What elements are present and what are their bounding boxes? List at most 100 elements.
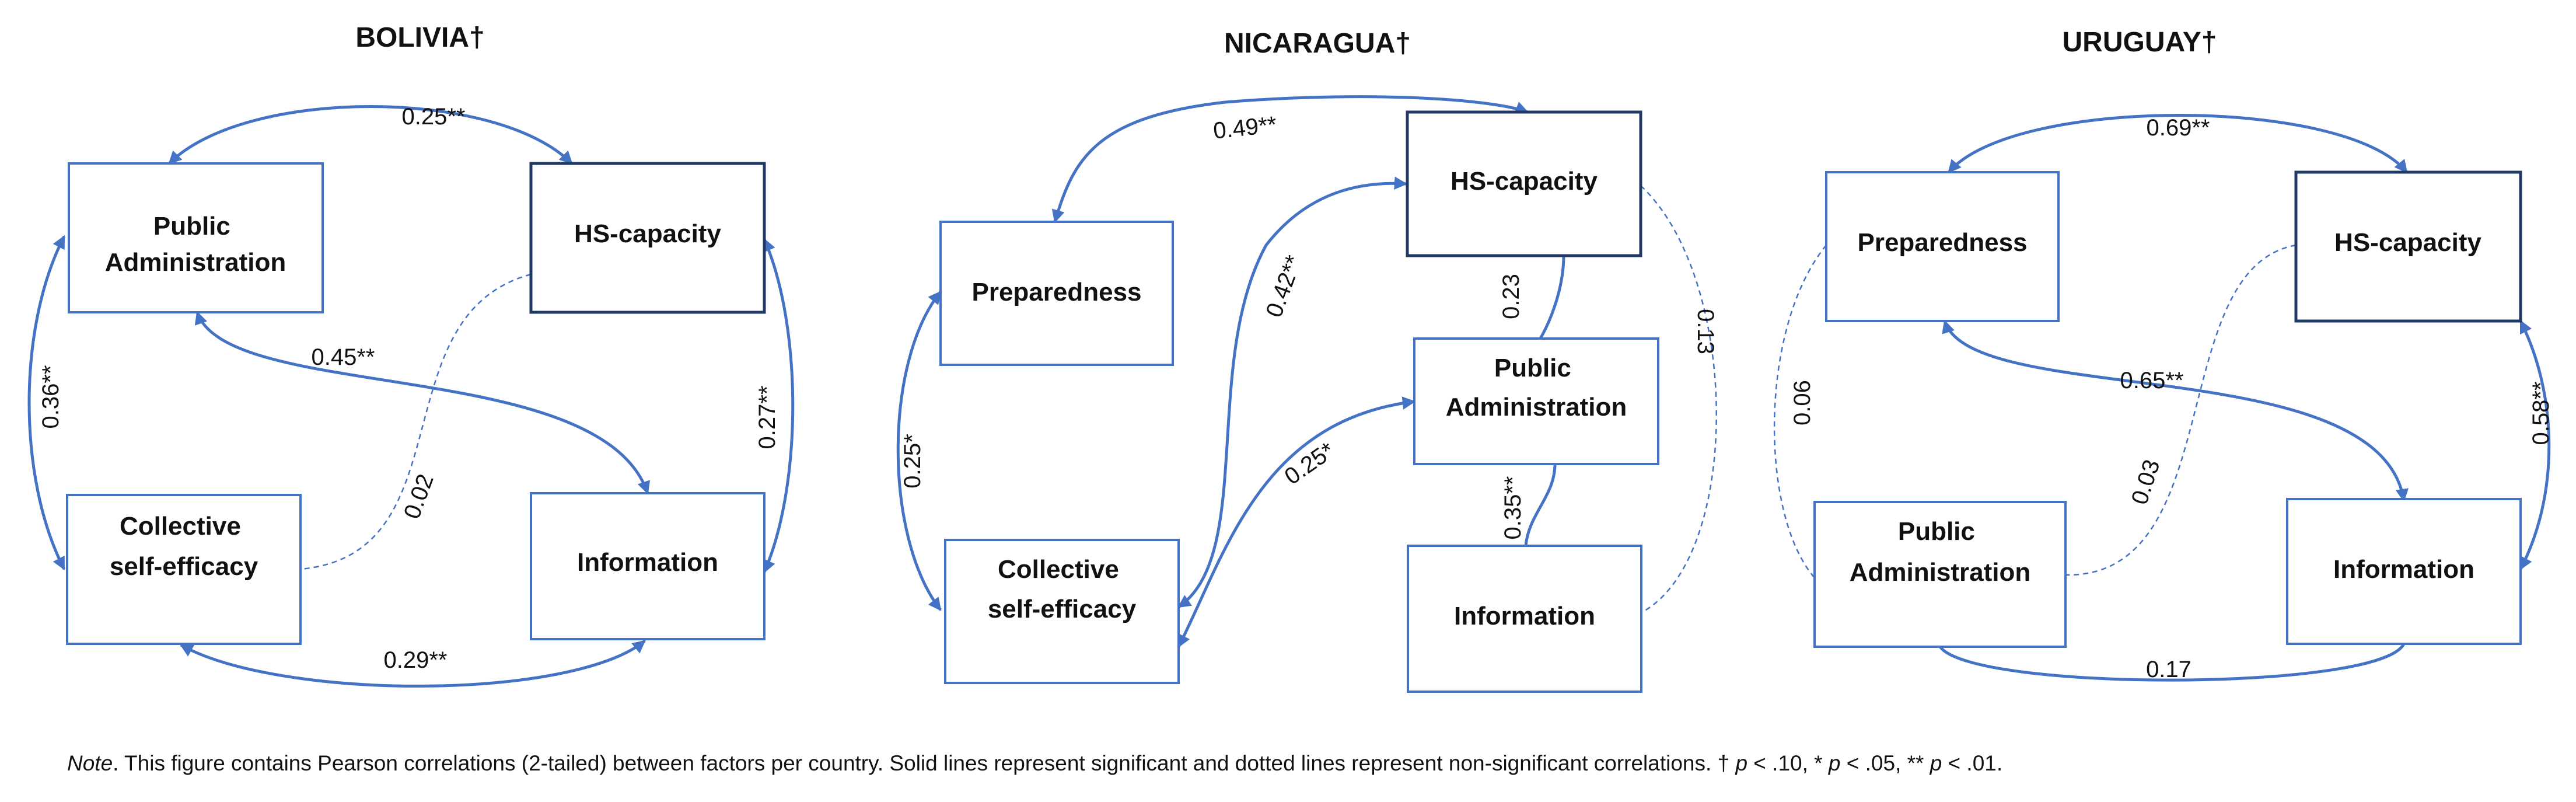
edge-nicaragua-cse-hs bbox=[1177, 176, 1408, 609]
svg-text:Public Administration: Public Administration bbox=[1850, 517, 2030, 587]
note-p-3: p bbox=[1930, 751, 1942, 775]
panel-title-uruguay: URUGUAY† bbox=[2063, 27, 2217, 58]
node-box bbox=[1813, 501, 2067, 648]
edge-label-nicaragua-prep-hs: 0.49** bbox=[1212, 111, 1278, 144]
edge-uruguay-prep-pa bbox=[1773, 245, 1827, 578]
figure-note: Note. This figure contains Pearson corre… bbox=[67, 751, 2002, 775]
edge-nicaragua-hs-info bbox=[1640, 185, 1717, 614]
node-nicaragua-public-administration: Public Administration bbox=[1413, 337, 1659, 465]
note-p-2: p bbox=[1828, 751, 1841, 775]
edge-label-nicaragua-hs-info: 0.13 bbox=[1693, 309, 1718, 354]
note-lead: Note bbox=[67, 751, 113, 775]
node-label-line: HS-capacity bbox=[2334, 228, 2481, 257]
node-label-line: Collective bbox=[120, 512, 241, 541]
node-label-line: HS-capacity bbox=[1450, 167, 1598, 196]
node-box bbox=[68, 162, 324, 313]
edge-nicaragua-prep-cse bbox=[896, 291, 942, 611]
edge-label-bolivia-hs-info: 0.27** bbox=[754, 386, 780, 449]
node-nicaragua-preparedness: Preparedness bbox=[939, 221, 1174, 366]
svg-text:Public Administration: Public Administration bbox=[105, 212, 286, 277]
panel-uruguay: URUGUAY† Preparedness HS-capacity Public… bbox=[1773, 27, 2554, 682]
edge-label-bolivia-pa-hs: 0.25** bbox=[402, 104, 466, 130]
edge-nicaragua-prep-hs bbox=[1051, 95, 1529, 224]
edge-bolivia-hs-cse bbox=[300, 273, 532, 570]
node-label-line: self-efficacy bbox=[988, 595, 1137, 623]
node-label-line: Collective bbox=[998, 555, 1119, 584]
node-label-line: Administration bbox=[1850, 558, 2030, 587]
svg-text:Collective self-effica: Collective self-efficacy bbox=[110, 512, 258, 581]
edge-uruguay-hs-info bbox=[2519, 319, 2551, 570]
edge-label-bolivia-hs-cse: 0.02 bbox=[399, 470, 439, 522]
edge-nicaragua-cse-pa bbox=[1177, 396, 1416, 648]
node-box bbox=[2294, 170, 2522, 323]
note-text-4: < .01. bbox=[1942, 751, 2002, 775]
edge-label-uruguay-prep-pa: 0.06 bbox=[1789, 380, 1815, 426]
edge-nicaragua-hs-pa bbox=[1539, 255, 1565, 340]
edge-bolivia-hs-info bbox=[763, 238, 795, 574]
svg-text:Collective self-effica: Collective self-efficacy bbox=[988, 555, 1137, 623]
node-bolivia-hs-capacity: HS-capacity bbox=[529, 162, 766, 314]
node-box bbox=[944, 539, 1180, 684]
svg-text:Information: Information bbox=[2333, 555, 2474, 584]
node-box bbox=[1413, 337, 1659, 465]
node-box bbox=[1825, 171, 2060, 322]
node-uruguay-public-administration: Public Administration bbox=[1813, 501, 2067, 648]
node-uruguay-hs-capacity: HS-capacity bbox=[2294, 170, 2522, 323]
edge-label-uruguay-hs-pa: 0.03 bbox=[2127, 456, 2165, 508]
node-bolivia-collective-self-efficacy: Collective self-efficacy bbox=[66, 494, 302, 645]
node-label-line: Information bbox=[577, 548, 718, 577]
node-box bbox=[529, 162, 766, 314]
panel-title-bolivia: BOLIVIA† bbox=[355, 22, 484, 53]
node-label-line: Information bbox=[2333, 555, 2474, 584]
node-box bbox=[1406, 110, 1642, 257]
svg-text:Information: Information bbox=[1454, 602, 1595, 630]
edge-label-uruguay-hs-info: 0.58** bbox=[2528, 382, 2554, 445]
node-label-line: self-efficacy bbox=[110, 552, 258, 581]
node-label-line: Public bbox=[153, 212, 230, 240]
note-text-1: . This figure contains Pearson correlati… bbox=[113, 751, 1735, 775]
node-box bbox=[939, 221, 1174, 366]
node-label-line: Public bbox=[1898, 517, 1975, 546]
svg-text:Information: Information bbox=[577, 548, 718, 577]
svg-text:HS-capacity: HS-capacity bbox=[1450, 167, 1598, 196]
node-bolivia-public-administration: Public Administration bbox=[68, 162, 324, 313]
panel-bolivia: BOLIVIA† Public Administration HS-capaci… bbox=[27, 22, 795, 688]
node-nicaragua-collective-self-efficacy: Collective self-efficacy bbox=[944, 539, 1180, 684]
edge-label-bolivia-pa-cse: 0.36** bbox=[38, 365, 64, 429]
node-label-line: Public bbox=[1494, 354, 1571, 382]
edge-label-uruguay-pa-info: 0.17 bbox=[2146, 657, 2191, 682]
node-label-line: Preparedness bbox=[971, 278, 1141, 306]
edge-label-nicaragua-cse-pa: 0.25* bbox=[1280, 438, 1340, 490]
svg-text:Public Administration: Public Administration bbox=[1446, 354, 1627, 421]
edge-label-uruguay-prep-info: 0.65** bbox=[2120, 368, 2184, 393]
note-p-1: p bbox=[1735, 751, 1747, 775]
node-label-line: Preparedness bbox=[1857, 228, 2027, 257]
edge-label-nicaragua-hs-pa: 0.23 bbox=[1498, 274, 1524, 319]
note-text-2: < .10, * bbox=[1747, 751, 1829, 775]
edge-bolivia-cse-info bbox=[180, 640, 646, 688]
edge-label-nicaragua-prep-cse: 0.25* bbox=[900, 434, 925, 488]
note-text-3: < .05, ** bbox=[1840, 751, 1930, 775]
node-box bbox=[1407, 545, 1642, 693]
edge-uruguay-pa-info bbox=[1938, 643, 2406, 682]
edge-uruguay-prep-info bbox=[1942, 319, 2409, 503]
edge-label-uruguay-prep-hs: 0.69** bbox=[2147, 115, 2210, 141]
node-label-line: HS-capacity bbox=[574, 219, 721, 248]
edge-uruguay-prep-hs bbox=[1948, 114, 2408, 173]
svg-text:HS-capacity: HS-capacity bbox=[574, 219, 721, 248]
edge-label-nicaragua-cse-hs: 0.42** bbox=[1261, 252, 1307, 320]
node-nicaragua-hs-capacity: HS-capacity bbox=[1406, 110, 1642, 257]
node-box bbox=[530, 492, 766, 640]
node-label-line: Information bbox=[1454, 602, 1595, 630]
edge-nicaragua-pa-info bbox=[1524, 463, 1557, 546]
node-label-line: Administration bbox=[105, 248, 286, 277]
panel-nicaragua: NICARAGUA† Preparedness HS-capacity Publ… bbox=[896, 28, 1718, 693]
node-box bbox=[66, 494, 302, 645]
svg-text:Preparedness: Preparedness bbox=[971, 278, 1141, 306]
edge-label-nicaragua-pa-info: 0.35** bbox=[1500, 476, 1526, 540]
panel-title-nicaragua: NICARAGUA† bbox=[1224, 28, 1411, 59]
edge-label-bolivia-pa-info: 0.45** bbox=[312, 344, 375, 370]
node-uruguay-information: Information bbox=[2286, 498, 2522, 645]
svg-text:HS-capacity: HS-capacity bbox=[2334, 228, 2481, 257]
